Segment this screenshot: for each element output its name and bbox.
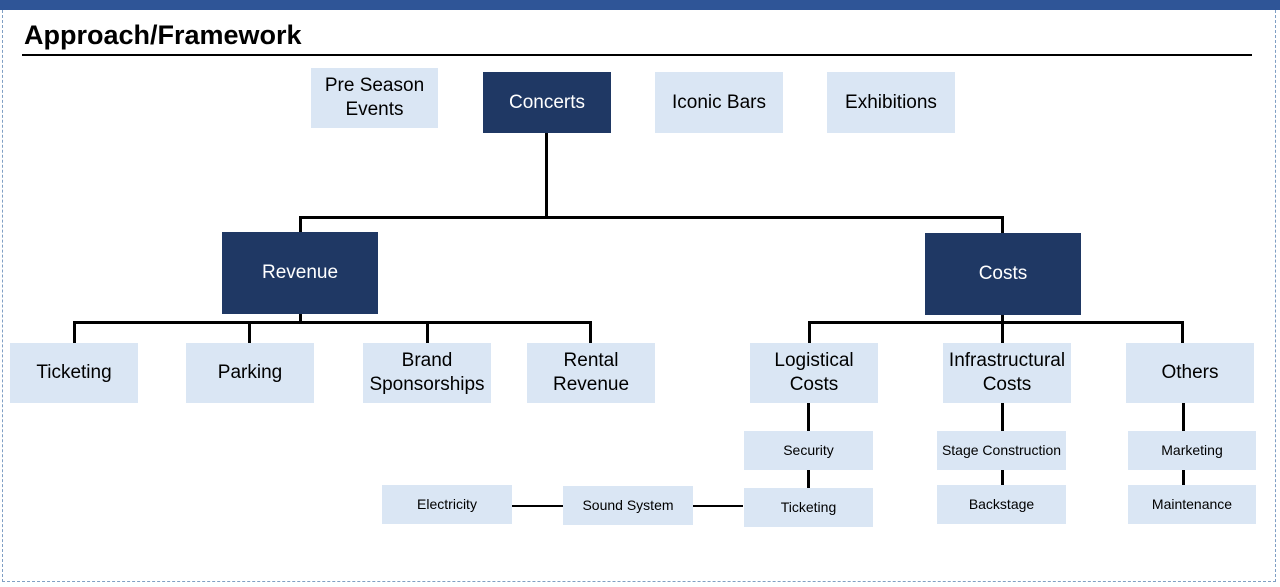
connector-line [512, 505, 563, 507]
cost-logistical-costs: Logistical Costs [750, 343, 878, 403]
connector-line [1181, 321, 1184, 343]
header-bar [0, 0, 1280, 10]
subitem-electricity: Electricity [382, 485, 512, 524]
connector-line [1001, 470, 1004, 485]
connector-line [1001, 321, 1004, 343]
connector-line [1182, 470, 1185, 485]
revenue-parking: Parking [186, 343, 314, 403]
revenue-rental-revenue: Rental Revenue [527, 343, 655, 403]
slide-frame [2, 10, 1276, 582]
connector-line [1001, 403, 1004, 431]
connector-line [693, 505, 743, 507]
subitem-ticketing: Ticketing [744, 488, 873, 527]
subitem-security: Security [744, 431, 873, 470]
cost-infrastructural-costs: Infrastructural Costs [943, 343, 1071, 403]
revenue-brand-sponsorships: Brand Sponsorships [363, 343, 491, 403]
connector-line [1001, 216, 1004, 234]
connector-line [1001, 314, 1004, 323]
title-underline [22, 54, 1252, 56]
connector-line [73, 321, 76, 343]
connector-line [807, 403, 810, 431]
event-pre-season-events: Pre Season Events [311, 68, 438, 128]
subitem-maintenance: Maintenance [1128, 485, 1256, 524]
connector-line [299, 216, 1004, 219]
connector-line [299, 216, 302, 233]
connector-line [426, 321, 429, 343]
connector-line [545, 132, 548, 218]
branch-revenue: Revenue [222, 232, 378, 314]
connector-line [1182, 403, 1185, 431]
event-iconic-bars: Iconic Bars [655, 72, 783, 133]
connector-line [589, 321, 592, 343]
subitem-stage-construction: Stage Construction [937, 431, 1066, 470]
revenue-ticketing: Ticketing [10, 343, 138, 403]
subitem-backstage: Backstage [937, 485, 1066, 524]
branch-costs: Costs [925, 233, 1081, 315]
page-title: Approach/Framework [24, 20, 302, 50]
connector-line [807, 470, 810, 488]
event-exhibitions: Exhibitions [827, 72, 955, 133]
connector-line [248, 321, 251, 343]
subitem-marketing: Marketing [1128, 431, 1256, 470]
connector-line [73, 321, 592, 324]
subitem-sound-system: Sound System [563, 486, 693, 525]
connector-line [299, 313, 302, 323]
connector-line [808, 321, 1184, 324]
cost-others: Others [1126, 343, 1254, 403]
connector-line [808, 321, 811, 343]
event-concerts: Concerts [483, 72, 611, 133]
